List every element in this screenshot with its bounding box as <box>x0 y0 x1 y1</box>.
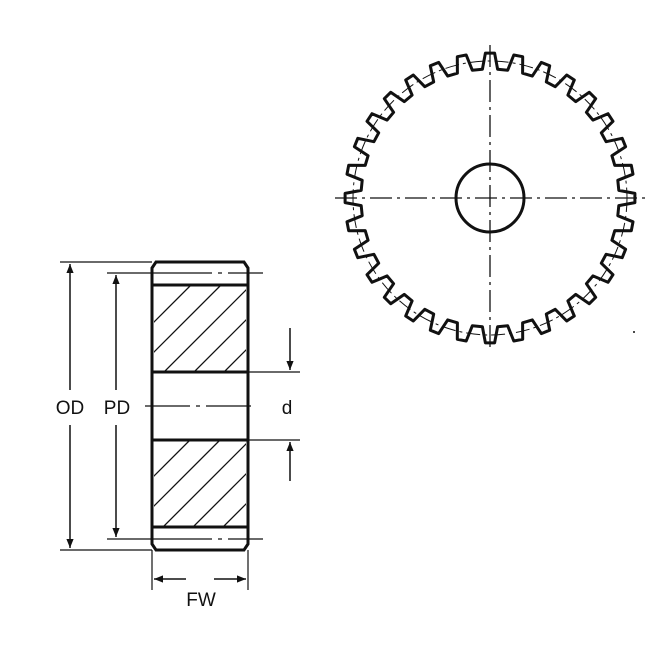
side-outline <box>150 260 250 552</box>
gear-front-view <box>335 45 645 352</box>
hatch-line <box>154 286 221 353</box>
dimension-pd: PD <box>104 275 130 537</box>
hatch-line <box>280 286 370 376</box>
hatch-line <box>310 440 400 530</box>
hatch-line <box>154 440 191 477</box>
hatch-line <box>223 503 246 526</box>
gear-side-view <box>107 260 430 552</box>
hatch-line <box>280 440 370 530</box>
pd-label: PD <box>104 398 130 419</box>
dimension-fw: FW <box>151 550 249 611</box>
hatch-line <box>193 319 246 372</box>
hatching-bottom <box>154 440 430 530</box>
hatch-line <box>154 286 191 323</box>
hatch-line <box>163 289 246 372</box>
gear-teeth-outline <box>343 51 637 345</box>
hatch-line <box>223 349 246 372</box>
hatch-line <box>163 443 246 526</box>
hatch-line <box>250 286 340 376</box>
hatch-line <box>250 440 340 530</box>
dimension-od: OD <box>56 261 152 551</box>
hatch-line <box>340 440 430 530</box>
hatch-line <box>193 473 246 526</box>
dimension-d: d <box>248 328 300 481</box>
od-label: OD <box>56 398 85 419</box>
fw-label: FW <box>186 590 216 611</box>
hatching-top <box>154 286 370 376</box>
hatch-line <box>154 440 221 507</box>
dot-mark <box>633 331 635 333</box>
d-label: d <box>282 398 293 419</box>
